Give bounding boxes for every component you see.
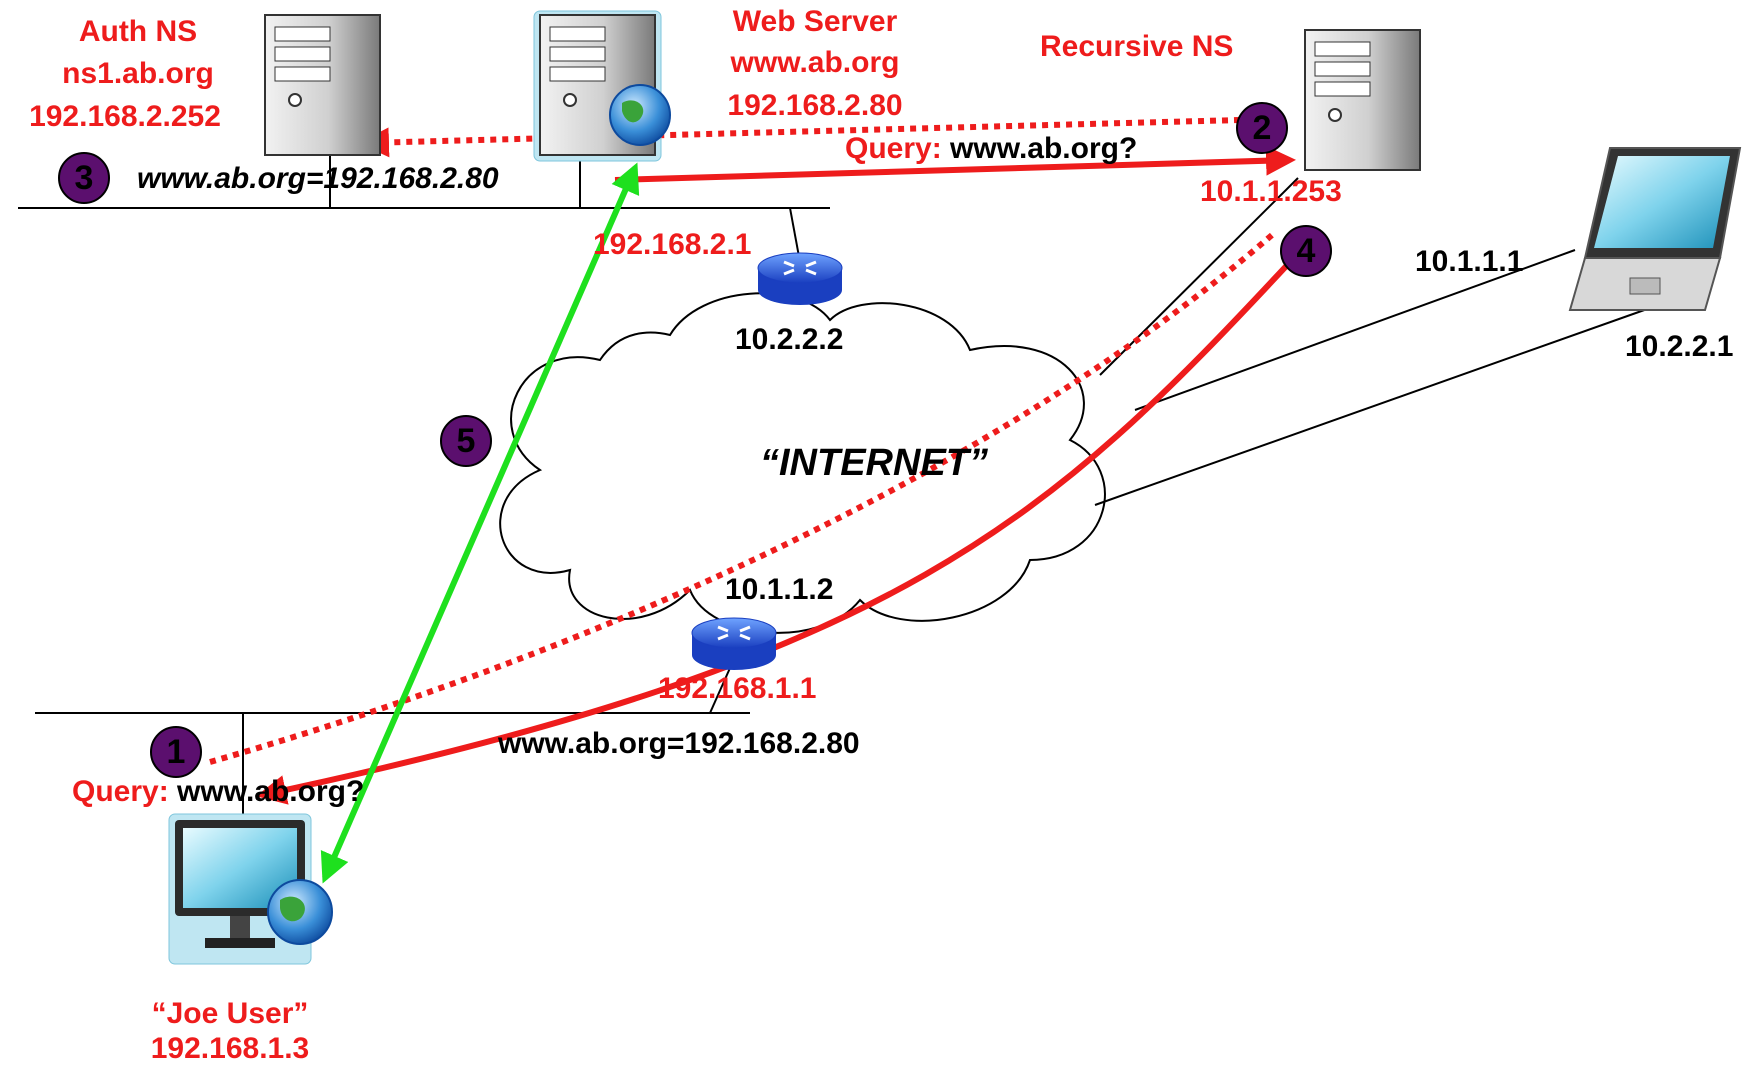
- auth-ns-ip: 192.168.2.252: [29, 100, 221, 133]
- step-1-badge: 1: [150, 726, 202, 778]
- laptop-ip-b: 10.2.2.1: [1625, 330, 1734, 363]
- router-top-wan-ip: 10.2.2.2: [735, 323, 844, 356]
- query-host: www.ab.org?: [950, 132, 1138, 165]
- laptop-icon: [1568, 147, 1742, 311]
- auth-ns-title: Auth NS: [78, 15, 198, 48]
- router-bottom-icon: [691, 617, 777, 670]
- router-bottom-wan-ip: 10.1.1.2: [725, 573, 834, 606]
- web-server-title: Web Server: [732, 5, 898, 38]
- step-3-badge: 3: [58, 152, 110, 204]
- step-2-badge: 2: [1236, 102, 1288, 154]
- auth-answer-label: www.ab.org=192.168.2.80: [137, 162, 499, 195]
- query-host-bottom: www.ab.org?: [177, 775, 365, 808]
- query-word-bottom: Query:: [72, 775, 169, 808]
- recursive-ns-title: Recursive NS: [1040, 30, 1234, 63]
- auth-ns-host: ns1.ab.org: [62, 57, 214, 90]
- final-answer-label: www.ab.org=192.168.2.80: [498, 727, 860, 760]
- query-label-top: Query: www.ab.org?: [845, 132, 1137, 166]
- router-top-icon: [757, 252, 843, 305]
- laptop-ip-a: 10.1.1.1: [1415, 245, 1524, 278]
- router-top-lan-ip: 192.168.2.1: [593, 228, 752, 261]
- answer-3-to-2-arrow: [614, 145, 1296, 183]
- router-bottom-lan-ip: 192.168.1.1: [658, 672, 817, 705]
- web-5-arrow: [320, 162, 640, 884]
- web-server-ip: 192.168.2.80: [727, 89, 903, 122]
- joe-user-name: “Joe User”: [151, 997, 309, 1030]
- web-server-icon: [533, 10, 671, 162]
- query-2-to-3-dotted: [359, 117, 1241, 158]
- joe-user-desktop-icon: [168, 813, 333, 965]
- step-5-badge: 5: [440, 415, 492, 467]
- recursive-ns-ip: 10.1.1.253: [1200, 175, 1342, 208]
- query-label-bottom: Query: www.ab.org?: [72, 775, 364, 809]
- internet-label: “INTERNET”: [760, 442, 988, 484]
- query-word: Query:: [845, 132, 942, 165]
- step-4-badge: 4: [1280, 225, 1332, 277]
- web-server-host: www.ab.org: [730, 46, 900, 79]
- recursive-ns-server-icon: [1304, 29, 1421, 171]
- joe-user-ip: 192.168.1.3: [150, 1032, 310, 1065]
- auth-ns-server-icon: [264, 14, 381, 156]
